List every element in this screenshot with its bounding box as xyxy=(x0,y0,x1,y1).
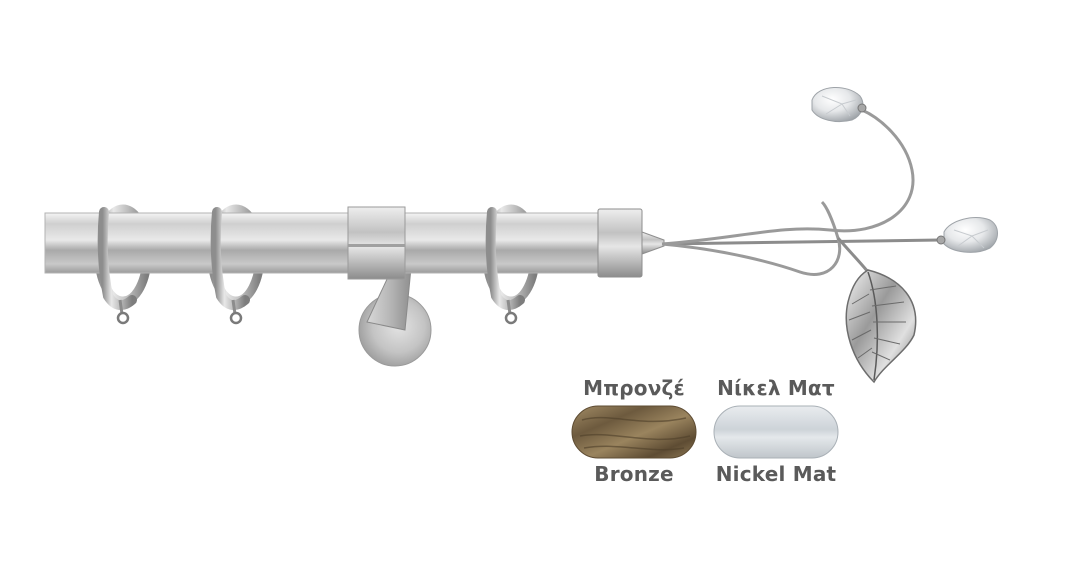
bronze-label-english: Bronze xyxy=(594,462,674,486)
rod-end-cap xyxy=(597,208,665,278)
crystal-ornament-right xyxy=(936,217,998,253)
finish-swatches xyxy=(571,405,839,459)
finial-wire-leaf-stem xyxy=(836,237,870,273)
rod-tube xyxy=(45,213,605,273)
finial-wire-upper xyxy=(661,108,915,246)
decorative-finial xyxy=(661,86,998,384)
nickel-mat-label-english: Nickel Mat xyxy=(715,462,837,486)
curtain-ring-2 xyxy=(210,207,250,325)
curtain-rings-front xyxy=(97,207,525,325)
leaf-ornament xyxy=(845,269,917,384)
finial-wire-curl xyxy=(661,200,842,276)
curtain-ring-3 xyxy=(485,207,525,325)
curtain-ring-1 xyxy=(97,207,137,325)
curtain-rod xyxy=(44,212,606,274)
bracket-collar xyxy=(347,206,406,280)
crystal-ornament-top xyxy=(811,86,867,123)
nickel-mat-label-greek: Νίκελ Ματ xyxy=(717,376,835,400)
bronze-swatch xyxy=(571,405,697,459)
nickel-mat-swatch xyxy=(713,405,839,459)
finial-wire-straight xyxy=(661,238,941,246)
bronze-label-greek: Μπρονζέ xyxy=(583,376,685,400)
